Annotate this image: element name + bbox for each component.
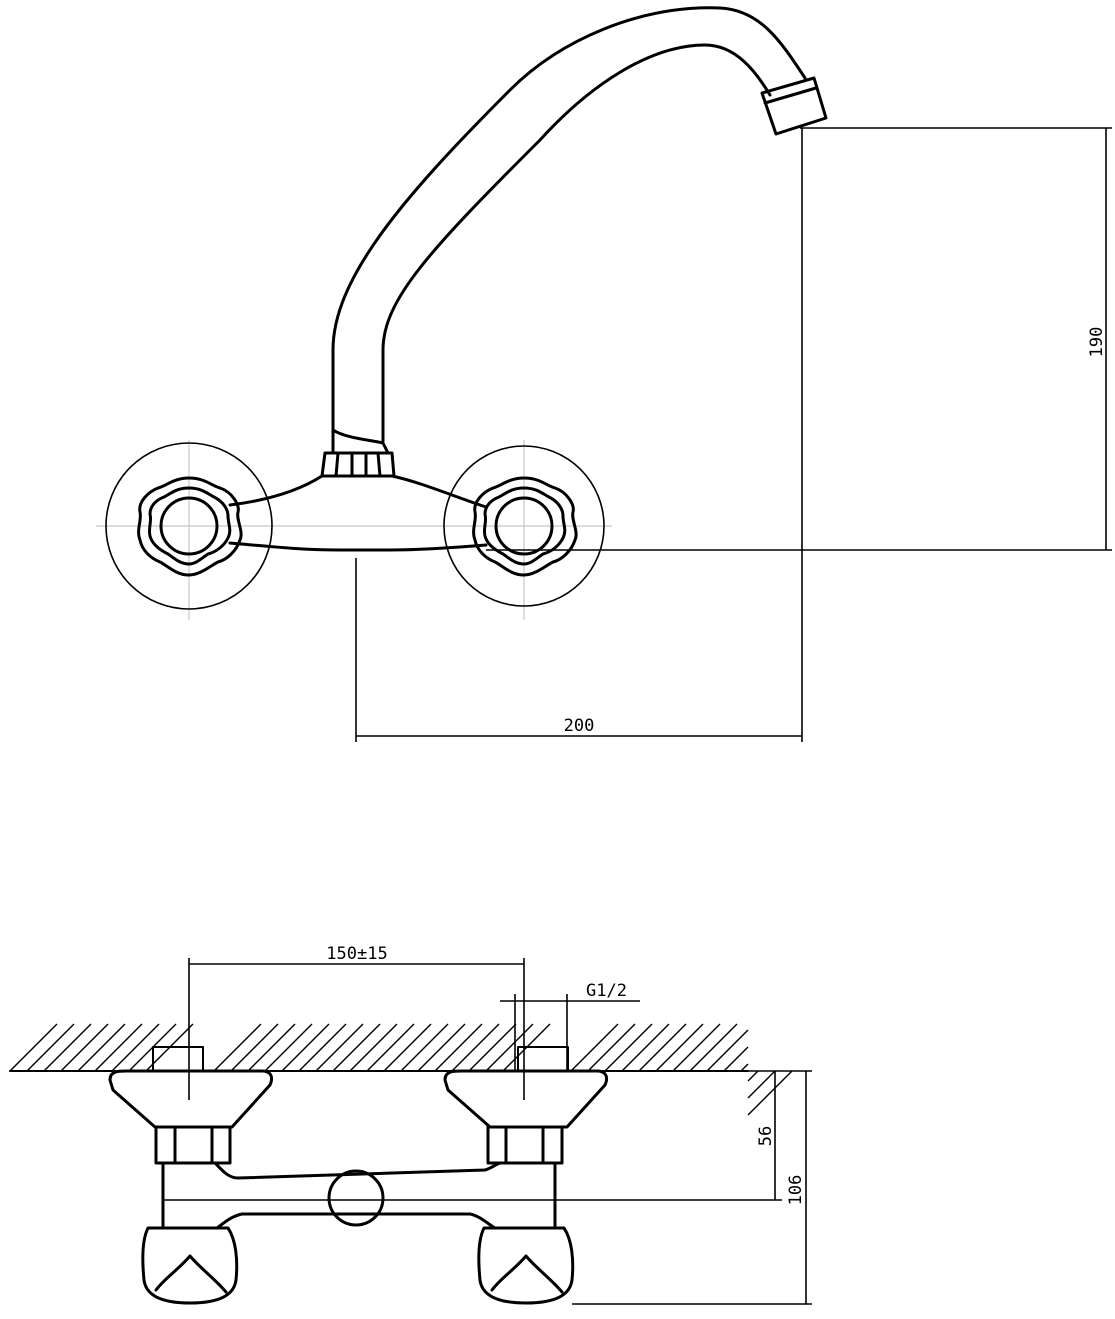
hatch-line <box>747 1070 776 1099</box>
dimension-height-label: 190 <box>1087 327 1107 358</box>
wall-hatch <box>9 1023 793 1116</box>
dimension-spacing-label: 150±15 <box>326 944 387 964</box>
hatch-line <box>366 1023 415 1072</box>
dimension-height: 190 <box>486 127 1112 551</box>
dimension-spacing: 150±15 <box>188 944 525 1030</box>
dimension-thread-label: G1/2 <box>586 981 627 1001</box>
hatch-line <box>747 1070 759 1082</box>
hatch-line <box>332 1023 381 1072</box>
hatch-line <box>281 1023 330 1072</box>
hatch-line <box>706 1029 749 1072</box>
hatch-line <box>485 1023 534 1072</box>
hatch-line <box>672 1023 721 1072</box>
hatch-line <box>417 1023 466 1072</box>
spout-collar <box>331 428 390 455</box>
hatch-line <box>604 1023 653 1072</box>
spout-nut <box>320 451 396 478</box>
hatch-line <box>230 1023 279 1072</box>
hatch-line <box>655 1023 704 1072</box>
hatch-line <box>570 1023 619 1072</box>
left-hex-nut <box>154 1125 232 1165</box>
left-handle <box>137 476 243 577</box>
left-inlet <box>152 1030 204 1100</box>
right-flange <box>443 1069 609 1129</box>
dimension-total-depth-label: 106 <box>786 1175 806 1206</box>
hatch-line <box>26 1023 75 1072</box>
hatch-line <box>451 1023 500 1072</box>
hatch-line <box>315 1023 364 1072</box>
hatch-line <box>111 1023 160 1072</box>
left-flange <box>108 1069 274 1129</box>
dimension-axis-depth: 56 <box>555 1071 782 1201</box>
hatch-line <box>434 1023 483 1072</box>
hatch-line <box>43 1023 92 1072</box>
center-lines <box>96 440 612 620</box>
hatch-line <box>94 1023 143 1072</box>
hatch-line <box>264 1023 313 1072</box>
hatch-line <box>740 1063 749 1072</box>
hatch-line <box>383 1023 432 1072</box>
left-wall-flange <box>105 442 273 610</box>
hatch-line <box>213 1023 262 1072</box>
side-view: 150±15 G1/2 56 106 <box>9 944 812 1305</box>
dimension-axis-depth-label: 56 <box>756 1126 776 1146</box>
hatch-line <box>298 1023 347 1072</box>
hatch-line <box>747 1070 793 1116</box>
hatch-line <box>587 1023 636 1072</box>
hatch-line <box>621 1023 670 1072</box>
hatch-line <box>247 1023 296 1072</box>
dimension-reach-label: 200 <box>564 716 595 736</box>
swivel-spout <box>331 6 807 443</box>
front-view: 190 200 <box>96 6 1112 742</box>
hatch-line <box>638 1023 687 1072</box>
hatch-line <box>689 1023 738 1072</box>
hatch-line <box>468 1023 517 1072</box>
right-wall-flange <box>443 445 605 607</box>
hatch-line <box>77 1023 126 1072</box>
spout-base <box>327 1169 385 1227</box>
hatch-line <box>60 1023 109 1072</box>
right-handle-side <box>477 1226 575 1305</box>
aerator <box>760 76 828 136</box>
hatch-line <box>723 1046 749 1072</box>
right-hex-nut <box>486 1125 564 1165</box>
right-handle <box>472 476 578 577</box>
dimension-total-depth: 106 <box>572 1070 812 1305</box>
mixer-body <box>228 474 488 552</box>
dimension-reach: 200 <box>355 128 803 742</box>
dimension-thread: G1/2 <box>500 981 640 1070</box>
mixer-body-top <box>161 1161 557 1230</box>
hatch-line <box>400 1023 449 1072</box>
hatch-line <box>9 1023 58 1072</box>
left-handle-side <box>141 1226 239 1305</box>
hatch-line <box>349 1023 398 1072</box>
right-inlet <box>517 1030 569 1100</box>
